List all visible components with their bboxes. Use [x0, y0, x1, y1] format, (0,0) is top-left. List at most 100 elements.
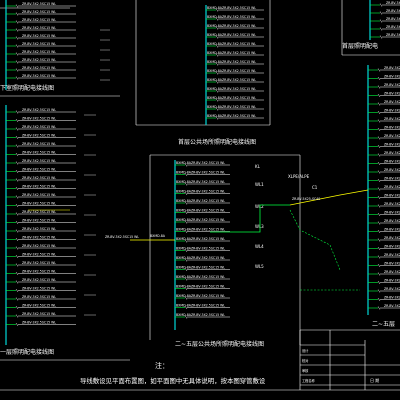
- branch-wire: [15, 237, 19, 242]
- branch-wire: [215, 8, 219, 12]
- branch-wire: [379, 3, 383, 7]
- branch-label: ZR-BV-3X2.5SC15 WL: [22, 42, 56, 46]
- branch-wire: [379, 27, 383, 31]
- branch-label: ZR-BV-3X2.5SC15 WL: [384, 100, 400, 104]
- branch-label: ZR-BV-3X2.5SC15 WL: [191, 266, 225, 270]
- branch-label: BXMD-8A: [176, 180, 192, 184]
- branch-wire: [184, 163, 188, 167]
- branch-label: ZR-BV-3X2.5SC15 WL: [22, 202, 56, 206]
- branch-label: ZR-BV-3X2.5SC15 WL: [22, 261, 56, 265]
- branch-wire: [15, 76, 19, 80]
- branch-label: ZR-BV-3X2.5SC15 WL: [22, 58, 56, 62]
- branch-label: BXMD-8A: [207, 60, 223, 64]
- branch-wire: [15, 271, 19, 276]
- branch-wire: [377, 85, 381, 89]
- branch-wire: [184, 191, 188, 196]
- branch-label: ZR-BV-3X2.5SC15 WL: [22, 244, 56, 248]
- branch-label: BXMD-8A: [207, 87, 223, 91]
- branch-label: ZR-BV-3X2.5SC15 WL: [191, 256, 225, 260]
- branch-label: ZR-BV-3X2.5SC15 WL: [191, 228, 225, 232]
- branch-label: BXMD-8A: [176, 256, 192, 260]
- branch-wire: [377, 297, 381, 302]
- branch-label: BXMD-8A: [207, 69, 223, 73]
- branch-wire: [377, 119, 381, 123]
- branch-label: ZR-BV-3X2.5SC15 WL: [384, 304, 400, 308]
- branch-wire: [15, 212, 19, 216]
- branch-wire: [15, 118, 19, 123]
- note-label: 注：: [155, 361, 169, 370]
- branch-wire: [15, 186, 19, 191]
- branch-wire: [215, 26, 219, 30]
- first-floor-public-title: 首层公共场所照明配电接线图: [178, 138, 256, 146]
- branch-label: ZR-BV-3X2.5SC15 WL: [191, 218, 225, 222]
- branch-label: ZR-BV-3X2.5SC15 WL: [384, 245, 400, 249]
- branch-wire: [184, 210, 188, 215]
- branch-label: ZR-BV-3X2.5SC15 WL: [386, 9, 400, 13]
- branch-label: ZR-BV-3X2.5SC15 WL: [22, 26, 56, 30]
- branch-label: ZR-BV-3X2.5SC15 WL: [384, 92, 400, 96]
- branch-label: ZR-BV-3X2.5SC15 WL: [22, 321, 56, 325]
- bus-bars: [5, 0, 371, 345]
- branch-label: ZR-BV-3X2.5SC15 WL: [22, 253, 56, 257]
- branch-label: ZR-BV-3X2.5SC15 WL: [222, 96, 256, 100]
- branch-label: ZR-BV-3X2.5SC15 WL: [22, 66, 56, 70]
- incoming-label: XLPE/ALPE: [288, 174, 310, 179]
- branch-wire: [15, 44, 19, 48]
- branch-label: BXMD-8A: [176, 189, 192, 193]
- branch-wire: [15, 288, 19, 293]
- branch-wire: [184, 258, 188, 262]
- branch-wire: [379, 11, 383, 15]
- branch-wire: [15, 229, 19, 233]
- branch-label: ZR-BV-3X2.5SC15 WL: [222, 51, 256, 55]
- branch-label: ZR-BV-3X2.5SC15 WL: [384, 270, 400, 274]
- branch-wire: [15, 203, 19, 208]
- branch-label: ZR-BV-3X2.5SC15 WL: [22, 185, 56, 189]
- branch-label: ZR-BV-3X2.5SC15 WL: [222, 15, 256, 19]
- title-block-row-2: 校对: [302, 358, 309, 363]
- branch-label: BXMD-8A: [207, 24, 223, 28]
- branch-label: ZR-BV-3X2.5SC15 WL: [222, 6, 256, 10]
- branch-wire: [377, 76, 381, 81]
- branch-label: ZR-BV-3X2.5SC15 WL: [22, 18, 56, 22]
- branch-wire: [215, 116, 219, 120]
- branch-label: ZR-BV-3X2.5SC15 WL: [384, 126, 400, 130]
- branch-label: ZR-BV-3X2.5SC15 WL: [222, 114, 256, 118]
- branch-wire: [15, 169, 19, 174]
- branch-label: ZR-BV-3X2.5SC15 WL: [22, 2, 56, 6]
- branch-wire: [15, 314, 19, 318]
- branch-label: ZR-BV-3X2.5SC15 WL: [191, 285, 225, 289]
- branch-label: BXMD-8A: [176, 294, 192, 298]
- branch-label: ZR-BV-3X2.5SC15 WL: [22, 151, 56, 155]
- branch-wire: [377, 212, 381, 217]
- branch-label: ZR-BV-3X2.5SC15 WL: [222, 60, 256, 64]
- branch-wire: [184, 277, 188, 281]
- branch-wire: [377, 195, 381, 200]
- branch-label: ZR-BV-3X2.5SC15 WL: [384, 83, 400, 87]
- branch-wire: [15, 246, 19, 250]
- branch-wire: [15, 4, 19, 8]
- branch-wire: [377, 102, 381, 106]
- branch-label: ZR-BV-3X2.5SC15 WL: [384, 66, 400, 70]
- branch-wire: [184, 220, 188, 224]
- branch-wire: [15, 28, 19, 32]
- branch-wire: [184, 267, 188, 272]
- branch-label: BXMD-8A: [207, 105, 223, 109]
- branch-label: ZR-BV-3X2.5SC15 WL: [222, 33, 256, 37]
- branch-label: BXMD-8A: [176, 265, 192, 269]
- branch-wire: [377, 246, 381, 251]
- branch-label: ZR-BV-3X2.5SC15 WL: [22, 108, 56, 112]
- branch-label: ZR-BV-3X2.5SC15 WL: [22, 134, 56, 138]
- branch-wire: [215, 80, 219, 84]
- branch-label: ZR-BV-3X2.5SC15 WL: [222, 105, 256, 109]
- feeder-lines: [28, 189, 369, 291]
- branch-wire: [15, 12, 19, 16]
- branch-wire: [15, 263, 19, 267]
- branch-wire: [377, 110, 381, 115]
- branch-wire: [377, 144, 381, 149]
- branch-label: ZR-BV-3X2.5SC15 WL: [22, 193, 56, 197]
- branch-wire: [215, 89, 219, 93]
- branch-wire: [377, 170, 381, 174]
- branch-label: ZR-BV-3X2.5SC15 WL: [384, 279, 400, 283]
- branch-label: ZR-BV-3X2.5SC15 WL: [384, 202, 400, 206]
